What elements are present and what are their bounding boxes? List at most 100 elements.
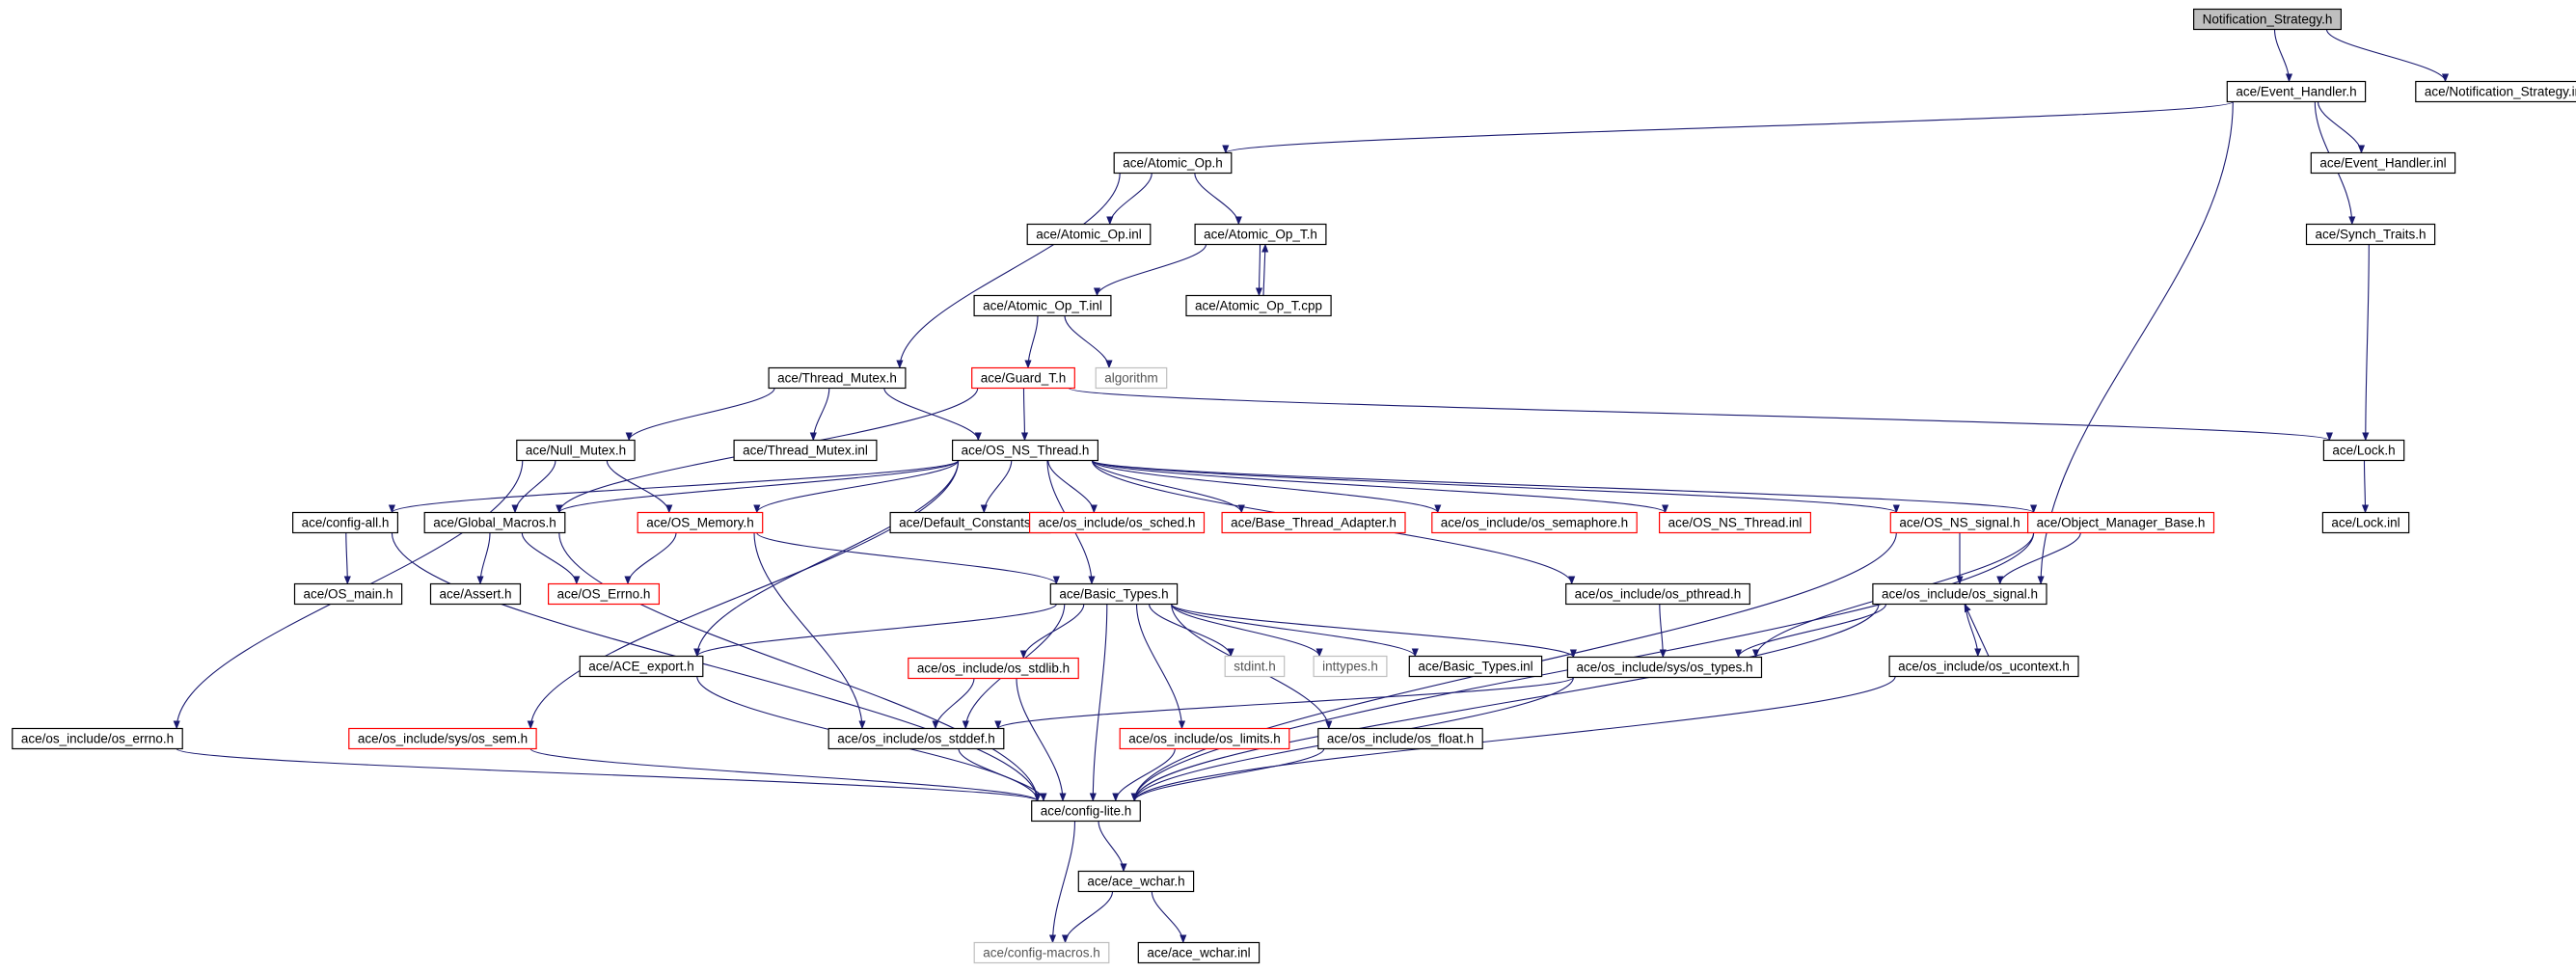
node-root[interactable]: Notification_Strategy.h bbox=[2193, 8, 2343, 31]
node-box bbox=[2027, 511, 2215, 534]
node-lock-h[interactable]: ace/Lock.h bbox=[2322, 439, 2405, 462]
node-os-main-h[interactable]: ace/OS_main.h bbox=[293, 582, 403, 606]
node-box bbox=[1408, 655, 1543, 678]
node-box bbox=[1872, 582, 2047, 606]
node-box bbox=[1119, 727, 1290, 750]
edge-atomic-op-t-cpp-to-atomic-op-t-h bbox=[1261, 243, 1269, 296]
node-config-macros-h[interactable]: ace/config-macros.h bbox=[973, 941, 1110, 964]
edges-layer bbox=[173, 29, 2450, 944]
edge-os-limits-h-to-config-lite-h bbox=[1112, 748, 1176, 802]
node-ace-wchar-inl[interactable]: ace/ace_wchar.inl bbox=[1137, 941, 1261, 964]
node-atomic-op-h[interactable]: ace/Atomic_Op.h bbox=[1113, 151, 1233, 175]
node-os-sched-h[interactable]: ace/os_include/os_sched.h bbox=[1028, 511, 1206, 534]
node-box bbox=[1185, 294, 1332, 317]
node-label: ace/os_include/os_signal.h bbox=[1882, 587, 2038, 602]
node-os-float-h[interactable]: ace/os_include/os_float.h bbox=[1317, 727, 1483, 750]
node-label: ace/Lock.h bbox=[2332, 444, 2395, 458]
node-sys-os-sem-h[interactable]: ace/os_include/sys/os_sem.h bbox=[348, 727, 537, 750]
node-config-all-h[interactable]: ace/config-all.h bbox=[292, 511, 399, 534]
node-synch-traits-h[interactable]: ace/Synch_Traits.h bbox=[2305, 223, 2436, 246]
node-event-handler-inl[interactable]: ace/Event_Handler.inl bbox=[2310, 151, 2456, 175]
node-os-ucontext-h[interactable]: ace/os_include/os_ucontext.h bbox=[1888, 655, 2079, 678]
node-os-signal-h[interactable]: ace/os_include/os_signal.h bbox=[1872, 582, 2047, 606]
node-atomic-op-inl[interactable]: ace/Atomic_Op.inl bbox=[1026, 223, 1152, 246]
node-box bbox=[1317, 727, 1483, 750]
node-box bbox=[293, 582, 403, 606]
node-atomic-op-t-h[interactable]: ace/Atomic_Op_T.h bbox=[1194, 223, 1327, 246]
node-assert-h[interactable]: ace/Assert.h bbox=[429, 582, 522, 606]
node-stdint-h[interactable]: stdint.h bbox=[1224, 655, 1286, 678]
edge-atomic-op-t-inl-to-algorithm bbox=[1064, 315, 1113, 369]
node-basic-types-inl[interactable]: ace/Basic_Types.inl bbox=[1408, 655, 1543, 678]
edge-basic-types-h-to-os-limits-h bbox=[1135, 604, 1186, 730]
edge-guard-t-h-to-lock-h bbox=[1068, 388, 2333, 442]
node-object-manager-base-h[interactable]: ace/Object_Manager_Base.h bbox=[2027, 511, 2215, 534]
node-os-stddef-h[interactable]: ace/os_include/os_stddef.h bbox=[827, 727, 1005, 750]
node-null-mutex-h[interactable]: ace/Null_Mutex.h bbox=[516, 439, 636, 462]
node-algorithm[interactable]: algorithm bbox=[1095, 366, 1168, 390]
edge-os-ns-thread-h-to-sys-os-sem-h bbox=[527, 460, 960, 730]
node-box bbox=[1431, 511, 1638, 534]
node-config-lite-h[interactable]: ace/config-lite.h bbox=[1031, 799, 1141, 823]
edge-os-memory-h-to-os-stddef-h bbox=[753, 532, 866, 730]
node-box bbox=[12, 727, 183, 750]
node-base-thread-adapter-h[interactable]: ace/Base_Thread_Adapter.h bbox=[1221, 511, 1406, 534]
node-box bbox=[1566, 656, 1763, 679]
node-os-pthread-h[interactable]: ace/os_include/os_pthread.h bbox=[1565, 582, 1750, 606]
edge-event-handler-h-to-event-handler-inl bbox=[2317, 101, 2366, 154]
node-label: ace/OS_NS_Thread.h bbox=[962, 444, 1090, 458]
node-global-macros-h[interactable]: ace/Global_Macros.h bbox=[423, 511, 566, 534]
node-label: ace/os_include/os_limits.h bbox=[1128, 732, 1281, 746]
node-os-semaphore-h[interactable]: ace/os_include/os_semaphore.h bbox=[1431, 511, 1638, 534]
node-lock-inl[interactable]: ace/Lock.inl bbox=[2321, 511, 2410, 534]
node-os-ns-thread-inl[interactable]: ace/OS_NS_Thread.inl bbox=[1658, 511, 1811, 534]
node-label: ace/os_include/os_sched.h bbox=[1039, 516, 1196, 530]
node-thread-mutex-h[interactable]: ace/Thread_Mutex.h bbox=[768, 366, 907, 390]
node-label: ace/os_include/os_stddef.h bbox=[837, 732, 995, 746]
node-box bbox=[2226, 80, 2367, 103]
node-box bbox=[1095, 366, 1168, 390]
node-ace-wchar-h[interactable]: ace/ace_wchar.h bbox=[1077, 870, 1195, 893]
node-box bbox=[547, 582, 660, 606]
node-label: ace/os_include/os_float.h bbox=[1327, 732, 1474, 746]
edge-os-memory-h-to-os-errno-h bbox=[624, 532, 677, 585]
node-os-errno-inc-h[interactable]: ace/os_include/os_errno.h bbox=[12, 727, 183, 750]
edge-global-macros-h-to-config-lite-h bbox=[558, 532, 1042, 802]
node-event-handler-h[interactable]: ace/Event_Handler.h bbox=[2226, 80, 2367, 103]
edge-os-float-h-to-config-lite-h bbox=[1130, 748, 1325, 802]
node-os-ns-thread-h[interactable]: ace/OS_NS_Thread.h bbox=[951, 439, 1098, 462]
node-notification-strategy-inl[interactable]: ace/Notification_Strategy.inl bbox=[2415, 80, 2576, 103]
node-sys-os-types-h[interactable]: ace/os_include/sys/os_types.h bbox=[1566, 656, 1763, 679]
node-thread-mutex-inl[interactable]: ace/Thread_Mutex.inl bbox=[733, 439, 878, 462]
node-os-stdlib-h[interactable]: ace/os_include/os_stdlib.h bbox=[908, 657, 1079, 680]
node-box bbox=[951, 439, 1098, 462]
edge-atomic-op-h-to-atomic-op-t-h bbox=[1194, 173, 1242, 226]
edge-os-ns-thread-h-to-os-semaphore-h bbox=[1091, 460, 1442, 514]
node-label: ace/Atomic_Op_T.h bbox=[1204, 228, 1317, 242]
node-inttypes-h[interactable]: inttypes.h bbox=[1313, 655, 1388, 678]
node-guard-t-h[interactable]: ace/Guard_T.h bbox=[971, 366, 1075, 390]
node-os-errno-h[interactable]: ace/OS_Errno.h bbox=[547, 582, 660, 606]
node-basic-types-h[interactable]: ace/Basic_Types.h bbox=[1049, 582, 1179, 606]
node-label: ace/ace_wchar.inl bbox=[1147, 946, 1250, 960]
node-box bbox=[1028, 511, 1206, 534]
node-ace-export-h[interactable]: ace/ACE_export.h bbox=[579, 655, 704, 678]
edge-atomic-op-h-to-thread-mutex-h bbox=[896, 173, 1121, 369]
node-atomic-op-t-cpp[interactable]: ace/Atomic_Op_T.cpp bbox=[1185, 294, 1332, 317]
edge-os-ns-thread-h-to-os-ns-thread-inl bbox=[1091, 460, 1668, 514]
node-atomic-op-t-inl[interactable]: ace/Atomic_Op_T.inl bbox=[973, 294, 1112, 317]
node-box bbox=[1221, 511, 1406, 534]
edge-atomic-op-t-inl-to-guard-t-h bbox=[1024, 315, 1039, 369]
node-box bbox=[827, 727, 1005, 750]
edge-event-handler-h-to-os-signal-h bbox=[2037, 101, 2234, 585]
node-os-memory-h[interactable]: ace/OS_Memory.h bbox=[637, 511, 764, 534]
node-default-constants-h[interactable]: ace/Default_Constants.h bbox=[889, 511, 1051, 534]
node-os-ns-signal-h[interactable]: ace/OS_NS_signal.h bbox=[1889, 511, 2030, 534]
edge-atomic-op-t-h-to-atomic-op-t-cpp bbox=[1255, 244, 1263, 297]
node-box bbox=[768, 366, 907, 390]
edge-os-ns-thread-h-to-config-all-h bbox=[389, 460, 960, 514]
node-label: ace/Guard_T.h bbox=[981, 371, 1067, 386]
node-os-limits-h[interactable]: ace/os_include/os_limits.h bbox=[1119, 727, 1290, 750]
